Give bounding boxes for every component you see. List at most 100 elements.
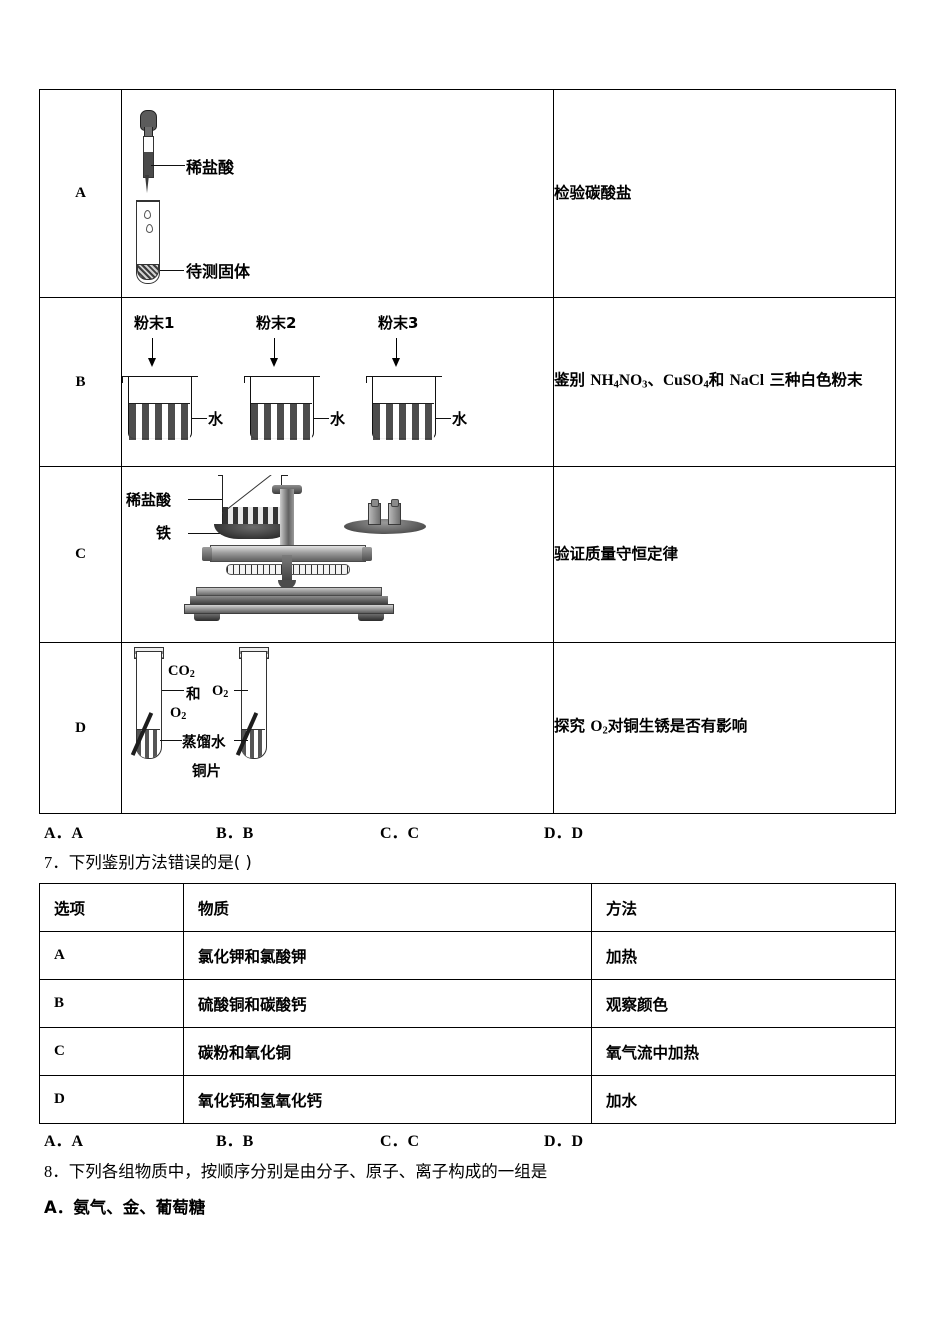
desc-mid: 和 — [708, 371, 730, 390]
row-description: 验证质量守恒定律 — [553, 466, 896, 643]
balance-pointer — [282, 555, 292, 585]
question-7-text: 下列鉴别方法错误的是( ) — [68, 853, 252, 872]
leader-line — [160, 270, 184, 271]
balance-pan-right — [344, 519, 426, 534]
balance-side-knob — [362, 547, 372, 561]
arrow-shaft — [274, 338, 275, 360]
figure-label-solid: 待测固体 — [186, 262, 251, 281]
leader-line — [234, 740, 248, 741]
identification-methods-table: 选项 物质 方法 A 氯化钾和氯酸钾 加热 B 硫酸铜和碳酸钙 观察颜色 C 碳… — [39, 883, 896, 1124]
balance-side-knob — [202, 547, 212, 561]
answer-option-a[interactable]: A．A — [44, 825, 84, 842]
question-8-option-a[interactable]: A．氨气、金、葡萄糖 — [44, 1198, 206, 1217]
dropper-neck-icon — [144, 127, 153, 137]
figure-label-copper-sheet: 铜片 — [192, 764, 221, 780]
figure-label-water-2: 水 — [330, 410, 346, 428]
row-substance: 氧化钙和氢氧化钙 — [183, 1075, 592, 1124]
row-substance: 氯化钾和氯酸钾 — [183, 931, 592, 980]
row-figure-cell: CO2 和 O2 O2 蒸馏水 铜片 — [121, 642, 554, 814]
arrow-shaft — [396, 338, 397, 360]
question-8: 8．下列各组物质中，按顺序分别是由分子、原子、离子构成的一组是 — [44, 1158, 547, 1182]
row-option-letter: B — [39, 979, 184, 1028]
row-figure-cell: 稀盐酸 待测固体 — [121, 89, 554, 298]
row-figure-cell: 粉末1 水 粉末2 — [121, 297, 554, 467]
answer-option-c[interactable]: C．C — [380, 825, 420, 842]
beaker-spout — [366, 376, 367, 383]
table-row: D CO2 和 O2 — [39, 642, 896, 814]
table-row: C 稀盐酸 铁 — [39, 466, 896, 643]
answer-option-a[interactable]: A．A — [44, 1133, 84, 1150]
beaker-water — [129, 403, 190, 440]
formula-o2: O2 — [590, 718, 608, 737]
leader-line — [435, 418, 451, 419]
droplet-icon — [144, 210, 151, 219]
figure-label-acid: 稀盐酸 — [186, 158, 235, 177]
beaker-water — [251, 403, 312, 440]
copper-rust-tubes-figure: CO2 和 O2 O2 蒸馏水 铜片 — [122, 643, 552, 813]
droplet-icon — [146, 224, 153, 233]
figure-label-co2: CO2 — [168, 663, 195, 681]
answer-option-b[interactable]: B．B — [216, 825, 254, 842]
desc-sep: 、 — [647, 371, 663, 390]
beaker-rim — [122, 376, 198, 377]
figure-label-o2-left: O2 — [170, 705, 187, 723]
row-option-letter: B — [39, 297, 122, 467]
balance-foot — [194, 614, 220, 621]
arrow-down-icon — [148, 358, 156, 367]
balance-base-tier-2 — [190, 596, 388, 604]
row-description: 鉴别 NH4NO3、CuSO4和 NaCl 三种白色粉末 — [553, 297, 896, 467]
beaker-diagonal-line — [222, 475, 282, 527]
row-method: 观察颜色 — [591, 979, 896, 1028]
three-beakers-figure: 粉末1 水 粉末2 — [122, 298, 552, 466]
leader-line — [313, 418, 329, 419]
row-option-letter: D — [39, 1075, 184, 1124]
desc-tail: 对铜生锈是否有影响 — [607, 717, 748, 736]
dropper-tip-icon — [145, 175, 149, 193]
column-header-method: 方法 — [591, 883, 896, 932]
experiment-design-table: A 稀盐酸 待测固体 — [39, 89, 896, 814]
row-method: 氧气流中加热 — [591, 1027, 896, 1076]
question-8-number: 8． — [44, 1162, 69, 1181]
balance-pan-left — [214, 524, 292, 539]
table-row: D 氧化钙和氢氧化钙 加水 — [39, 1075, 896, 1124]
dropper-testtube-figure: 稀盐酸 待测固体 — [122, 90, 552, 297]
leader-line — [191, 418, 207, 419]
figure-label-powder-1: 粉末1 — [134, 314, 175, 332]
figure-label-iron: 铁 — [156, 524, 172, 542]
answer-option-d[interactable]: D．D — [544, 1133, 584, 1150]
answer-option-c[interactable]: C．C — [380, 1133, 420, 1150]
arrow-shaft — [152, 338, 153, 360]
formula-nh4no3: NH4NO3 — [590, 372, 648, 391]
balance-base-tier-1 — [196, 587, 382, 596]
solid-sample-icon — [137, 264, 159, 280]
question-7-number: 7． — [44, 853, 69, 872]
beaker-rim — [244, 376, 320, 377]
figure-label-powder-2: 粉末2 — [256, 314, 297, 332]
question-7: 7．下列鉴别方法错误的是( ) — [44, 849, 252, 873]
row-figure-cell: 稀盐酸 铁 — [121, 466, 554, 643]
row-option-letter: A — [39, 89, 122, 298]
row-method: 加热 — [591, 931, 896, 980]
balance-scale-figure: 稀盐酸 铁 — [122, 467, 552, 642]
weight-icon — [368, 499, 381, 525]
row-option-letter: C — [39, 1027, 184, 1076]
leader-line — [188, 533, 228, 534]
row-description: 探究 O2对铜生锈是否有影响 — [553, 642, 896, 814]
table-row: C 碳粉和氧化铜 氧气流中加热 — [39, 1027, 896, 1076]
row-option-letter: C — [39, 466, 122, 643]
arrow-down-icon — [270, 358, 278, 367]
table-row: B 硫酸铜和碳酸钙 观察颜色 — [39, 979, 896, 1028]
row-method: 加水 — [591, 1075, 896, 1124]
beaker-spout — [244, 376, 245, 383]
desc-lead: 探究 — [554, 717, 591, 736]
answer-option-d[interactable]: D．D — [544, 825, 584, 842]
balance-center-knob — [278, 580, 296, 589]
figure-label-and: 和 — [186, 687, 201, 703]
answer-option-b[interactable]: B．B — [216, 1133, 254, 1150]
beaker-spout — [122, 376, 123, 383]
leader-line — [162, 690, 184, 691]
table-row: A 氯化钾和氯酸钾 加热 — [39, 931, 896, 980]
column-header-substance: 物质 — [183, 883, 592, 932]
balance-column — [280, 489, 294, 547]
leader-line — [151, 165, 185, 166]
